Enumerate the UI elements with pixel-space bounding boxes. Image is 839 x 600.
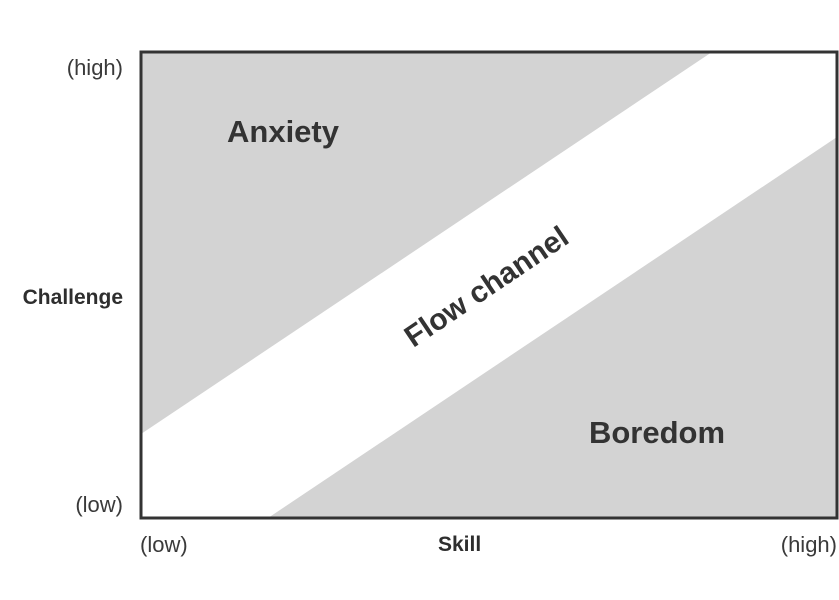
x-axis-high-label: (high) xyxy=(780,532,837,557)
plot-border xyxy=(139,50,839,520)
y-axis-high-label: (high) xyxy=(66,55,123,80)
boredom-region xyxy=(268,137,837,518)
x-axis-title: Skill xyxy=(438,533,482,556)
anxiety-label: Anxiety xyxy=(227,114,340,149)
boredom-label: Boredom xyxy=(589,415,725,450)
anxiety-region xyxy=(141,52,712,434)
x-axis-low-label: (low) xyxy=(140,532,188,557)
y-axis-title: Challenge xyxy=(22,286,123,309)
y-axis-low-label: (low) xyxy=(75,492,123,517)
